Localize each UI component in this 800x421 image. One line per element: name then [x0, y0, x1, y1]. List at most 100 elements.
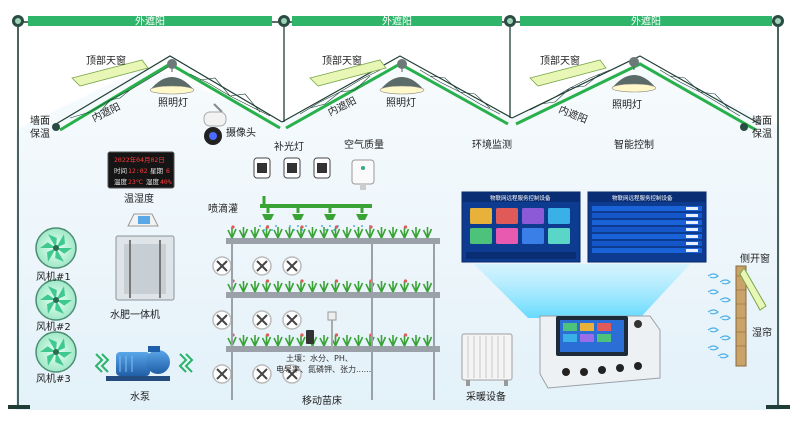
shade-motor-icon [772, 15, 784, 27]
led-temp-label: 温度 [114, 177, 128, 186]
screen-tile [496, 208, 518, 224]
plant-icon [238, 335, 249, 347]
valve-icon [212, 364, 232, 384]
screen-tile [496, 228, 518, 244]
skylight-label-3: 顶部天窗 [540, 54, 580, 67]
sprinkler-group [259, 206, 371, 231]
plant-icon [376, 227, 387, 239]
plant-icon [227, 225, 237, 239]
table-row-toggle [686, 228, 698, 231]
soil-params-line1: 土壤：水分、PH、 [286, 353, 353, 363]
skylight-label-1: 顶部天窗 [86, 54, 126, 67]
table-row [592, 234, 702, 239]
seedbed-tier [212, 225, 440, 276]
table-row [592, 213, 702, 218]
pump-icon [106, 346, 170, 381]
led-week-label: 星期 [150, 167, 164, 175]
fan3-label: 风机#3 [36, 372, 71, 385]
shade-motor-icon [278, 15, 290, 27]
mobile-bed-label: 移动苗床 [302, 394, 342, 407]
plant-icon [238, 281, 249, 293]
plant-icon [330, 279, 341, 293]
valve-icon [252, 310, 272, 330]
airflow-icon [719, 335, 731, 341]
airflow-icon [707, 327, 719, 333]
plant-icon [353, 227, 364, 239]
fan-icon [35, 227, 77, 269]
screen-left-tiles [470, 208, 570, 244]
airflow-icon [717, 353, 729, 359]
airflow-icon [707, 289, 719, 295]
led-hum: 40% [160, 178, 172, 186]
table-row-toggle [686, 214, 698, 217]
plant-icon [399, 225, 410, 239]
plant-icon [376, 281, 387, 293]
plant-icon [238, 227, 249, 239]
fan2-label: 风机#2 [36, 320, 71, 333]
lighting-label-3: 照明灯 [612, 99, 642, 111]
soil-sensor-icon [306, 311, 337, 350]
env-monitor-label: 环境监测 [472, 138, 512, 151]
outer-shade-label-3: 外遮阳 [631, 15, 661, 28]
water-pump-label: 水泵 [130, 391, 150, 403]
outer-shade-label-2: 外遮阳 [382, 15, 412, 28]
table-row-toggle [686, 242, 698, 245]
skylight-3: 顶部天窗 [529, 54, 607, 87]
plant-icon [261, 333, 272, 347]
screen-tile [522, 228, 544, 244]
controller-icon [539, 315, 661, 389]
fill-light-icon [283, 157, 301, 179]
screen-tile [470, 208, 492, 224]
valve-icon [212, 256, 232, 276]
side-window-label: 侧开窗 [740, 252, 770, 265]
plant-icon [261, 225, 272, 239]
plant-icon [273, 227, 283, 239]
table-row-toggle [686, 249, 698, 252]
camera-icon [203, 103, 227, 145]
plant-icon [284, 281, 295, 293]
fill-light-icon [313, 157, 331, 179]
plant-icon [422, 227, 433, 239]
plant-icon [342, 335, 352, 347]
smart-control-label: 智能控制 [614, 138, 654, 151]
valve-icon [282, 256, 302, 276]
sensor-icon [351, 159, 375, 190]
table-row [592, 206, 702, 211]
plant-icon [353, 335, 364, 347]
screen-left-title: 物联网远程服务控制设备 [490, 194, 551, 202]
plant-icon [319, 227, 329, 239]
plant-icon [284, 227, 295, 239]
plant-icon [307, 281, 318, 293]
fan-group [35, 227, 77, 373]
right-insulation-label-line2: 保温 [752, 127, 772, 140]
fill-light-label: 补光灯 [274, 140, 304, 153]
camera-label: 摄像头 [226, 126, 256, 139]
screen-tile [470, 228, 492, 244]
plant-icon [296, 333, 306, 347]
side-window-icon [739, 267, 767, 311]
plant-icon [388, 227, 398, 239]
plant-icon [296, 225, 306, 239]
sprinkler-icon [289, 206, 307, 231]
valve-icon [212, 310, 232, 330]
table-row [592, 220, 702, 225]
plant-icon [319, 335, 329, 347]
fill-light-icon [253, 157, 271, 179]
temp-humidity-label: 温湿度 [124, 192, 154, 205]
plant-icon [399, 333, 410, 347]
sprinkler-pipe [260, 196, 372, 208]
projection-beam [474, 264, 690, 318]
skylight-2: 顶部天窗 [309, 54, 387, 87]
plant-icon [342, 227, 352, 239]
lamp-icon [611, 57, 657, 93]
table-row-toggle [686, 207, 698, 210]
plant-icon [399, 279, 410, 293]
air-quality-label: 空气质量 [344, 138, 384, 151]
plant-icon [365, 225, 375, 239]
fan1-label: 风机#1 [36, 270, 71, 283]
outer-shade-label-1: 外遮阳 [135, 15, 165, 28]
screen-right-title: 物联网远程服务控制设备 [612, 194, 673, 202]
plant-icon [250, 227, 260, 239]
airflow-group [707, 273, 731, 359]
plant-icon [422, 335, 433, 347]
